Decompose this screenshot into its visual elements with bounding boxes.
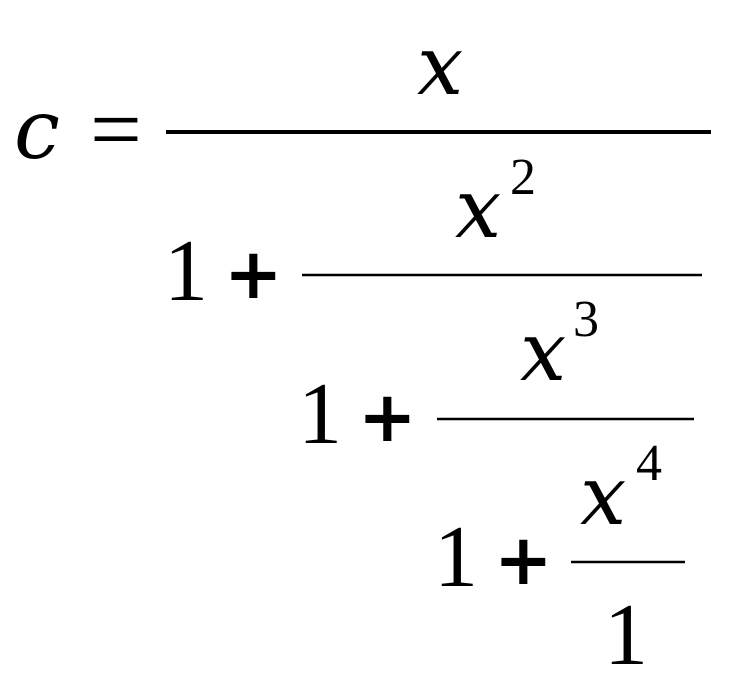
lhs-variable-c: c <box>14 83 60 178</box>
level3-exponent: 3 <box>573 291 599 348</box>
level3-numerator-x: x <box>520 305 566 400</box>
level4-denominator-one: 1 <box>604 587 648 683</box>
level4-exponent: 4 <box>636 435 662 492</box>
equals-sign: = <box>90 78 142 180</box>
level2-numerator-x: x <box>455 162 501 257</box>
level3-one: 1 <box>298 366 342 463</box>
level2-one: 1 <box>164 223 208 320</box>
level2-plus: + <box>224 233 283 315</box>
level1-numerator-x: x <box>417 19 463 114</box>
level4-numerator-x: x <box>580 449 626 544</box>
level4-plus: + <box>494 519 553 601</box>
level2-exponent: 2 <box>510 149 536 206</box>
level3-plus: + <box>358 376 417 458</box>
level4-one: 1 <box>434 509 478 606</box>
